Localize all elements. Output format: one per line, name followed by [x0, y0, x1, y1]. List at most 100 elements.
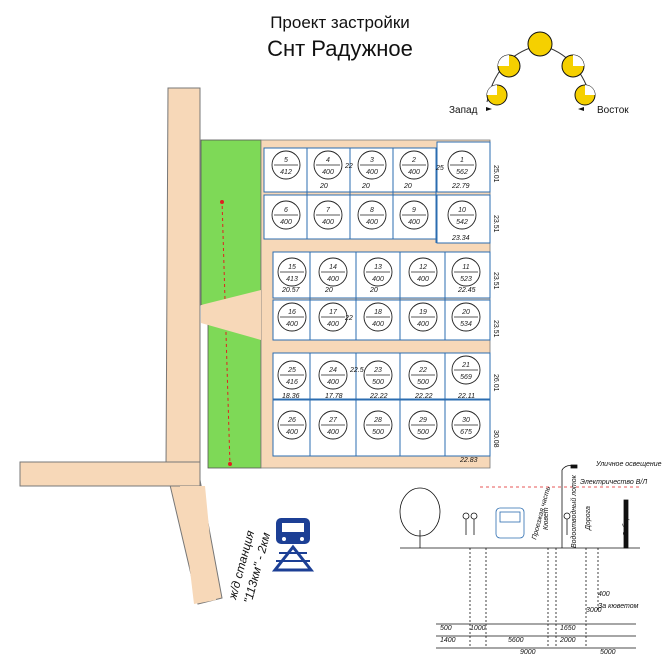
plot-number: 1 — [460, 157, 464, 164]
plot-area: 675 — [460, 429, 472, 436]
section-label-power: Электричество В/Л — [580, 479, 647, 486]
inner-dimension: 20.57 — [281, 287, 301, 294]
plot-17: 17 400 — [318, 302, 348, 332]
plot-area: 500 — [417, 379, 429, 386]
inner-dimension: 25 — [435, 165, 444, 172]
inner-dimension: 22.22 — [369, 393, 388, 400]
section-width: 1400 — [440, 637, 456, 644]
plot-number: 23 — [373, 367, 382, 374]
inner-dimension: 20 — [369, 287, 378, 294]
section-width: 1650 — [560, 625, 576, 632]
road-cross-section — [399, 464, 640, 649]
plot-2: 2 400 — [399, 150, 429, 180]
sun-icon — [486, 84, 508, 106]
plot-area: 400 — [417, 276, 429, 283]
plot-number: 24 — [328, 367, 337, 374]
plot-19: 19 400 — [408, 302, 438, 332]
plot-30: 30 675 — [451, 410, 481, 440]
plot-number: 22 — [418, 367, 427, 374]
plot-number: 9 — [412, 207, 416, 214]
section-label-road: Дорога — [585, 506, 592, 531]
plot-area: 400 — [366, 169, 378, 176]
plot-number: 13 — [374, 264, 382, 271]
station-label: ж/д станция "113км" - 2км — [225, 528, 273, 605]
person-icon — [462, 512, 571, 535]
plot-number: 4 — [326, 157, 330, 164]
section-label-water: Водоотводный лоток — [570, 474, 578, 548]
plot-24: 24 400 — [318, 360, 348, 390]
inner-dimension: 20 — [319, 183, 328, 190]
right-dimension: 26.01 — [492, 374, 499, 392]
plot-number: 11 — [462, 264, 469, 271]
plot-number: 21 — [461, 362, 470, 369]
right-dimension: 23.51 — [492, 215, 499, 233]
plot-22: 22 500 — [408, 360, 438, 390]
inner-dimension: 22.79 — [451, 183, 470, 190]
plot-number: 3 — [370, 157, 374, 164]
plot-number: 28 — [373, 417, 382, 424]
inner-dimension: 22 — [344, 315, 353, 322]
car-icon — [495, 507, 525, 539]
plot-number: 7 — [326, 207, 331, 214]
plot-area: 400 — [286, 429, 298, 436]
sun-icon — [527, 31, 553, 57]
plot-area: 400 — [280, 219, 292, 226]
plot-number: 8 — [370, 207, 374, 214]
plot-number: 17 — [329, 309, 338, 316]
plot-area: 500 — [372, 379, 384, 386]
inner-dimension: 22.22 — [414, 393, 433, 400]
plot-number: 2 — [411, 157, 416, 164]
section-label-lighting: Уличное освещение — [595, 461, 662, 468]
plot-area: 500 — [372, 429, 384, 436]
plot-area: 400 — [408, 169, 420, 176]
inner-dimension: 22 — [344, 163, 353, 170]
west-label: Запад — [449, 105, 478, 116]
plot-number: 6 — [284, 207, 288, 214]
green-zone — [200, 139, 262, 469]
plot-number: 30 — [462, 417, 470, 424]
plot-area: 400 — [322, 169, 334, 176]
section-width: 1000 — [470, 625, 486, 632]
main-road — [19, 87, 223, 605]
plot-number: 15 — [288, 264, 296, 271]
page-title: Снт Радужное — [267, 36, 413, 61]
sun-icon — [561, 54, 585, 78]
plot-area: 400 — [417, 321, 429, 328]
section-width: 5000 — [600, 649, 616, 656]
plot-area: 400 — [327, 379, 339, 386]
parcel-dividers — [306, 148, 446, 456]
section-width: 9000 — [520, 649, 536, 656]
inner-dimension: 20 — [361, 183, 370, 190]
section-width: 5600 — [508, 637, 524, 644]
title-block: Проект застройки Снт Радужное — [200, 12, 480, 64]
plot-area: 569 — [460, 374, 472, 381]
plot-area: 523 — [460, 276, 472, 283]
plot-number: 19 — [419, 309, 427, 316]
plot-area: 400 — [372, 321, 384, 328]
right-dimension: 23.51 — [492, 320, 499, 338]
section-label-fence: Забор — [622, 516, 630, 536]
plot-21: 21 569 — [451, 355, 481, 385]
plot-area: 400 — [327, 321, 339, 328]
inner-dimension: 22.83 — [459, 457, 478, 464]
sun-path-diagram: Запад Восток — [449, 31, 629, 116]
plot-number: 20 — [461, 309, 470, 316]
plot-23: 23 500 — [363, 360, 393, 390]
plot-number: 14 — [329, 264, 337, 271]
plot-4: 4 400 — [313, 150, 343, 180]
inner-dimension: 22.11 — [457, 393, 475, 400]
right-dimension: 25.01 — [492, 165, 499, 183]
plot-6: 6 400 — [271, 200, 301, 230]
